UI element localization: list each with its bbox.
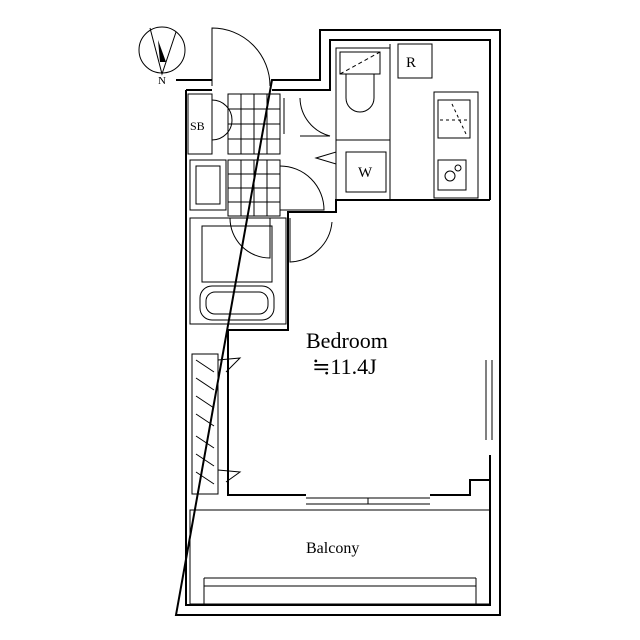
kitchen (433, 91, 479, 199)
bedroom-name: Bedroom (306, 328, 388, 353)
compass-circle (138, 26, 186, 74)
laundry-partition (314, 44, 391, 200)
toilet-room (335, 47, 391, 141)
toilet-door-swing (283, 97, 331, 137)
compass: N (138, 26, 186, 87)
closet-door-swing (211, 99, 233, 141)
exterior-walls (174, 27, 501, 616)
north-arrow-icon (149, 27, 177, 76)
balcony: Balcony (189, 509, 491, 605)
bedroom-walls (227, 199, 491, 496)
burner-icon (444, 170, 456, 182)
stove-icon (437, 159, 467, 191)
bedroom-window (306, 497, 430, 505)
washer-label: W (358, 165, 373, 181)
toilet-bowl (345, 74, 375, 113)
kitchen-counter (433, 91, 479, 199)
toilet-dash (339, 51, 381, 75)
sink-icon (437, 99, 471, 139)
closet (191, 353, 242, 495)
washroom (189, 159, 325, 217)
refrigerator-box (397, 43, 433, 79)
entry-tile-grid (228, 94, 280, 154)
balcony-name: Balcony (306, 540, 359, 557)
tile-line (228, 94, 280, 154)
burner-icon (454, 164, 462, 172)
washroom-tile-grid (228, 160, 280, 216)
bedroom-area: ≒11.4J (312, 354, 377, 379)
refrigerator-label: R (406, 55, 416, 71)
washbasin (189, 159, 227, 211)
closet-outline (191, 353, 219, 495)
side-window (485, 360, 493, 440)
north-label: N (158, 75, 166, 87)
bath-wash-area (201, 225, 273, 283)
bedroom: Bedroom ≒11.4J (227, 199, 493, 505)
outer-wall-outline (174, 29, 501, 616)
refrigerator-space: R (397, 43, 433, 79)
bathtub-inner (205, 291, 269, 315)
bathroom-door-swing (229, 217, 333, 263)
compass-needle (158, 40, 166, 62)
closet-door-marks (217, 357, 242, 483)
balcony-rail (203, 577, 477, 604)
washroom-door-swing (279, 165, 325, 211)
sink-dash (440, 103, 470, 135)
washer-space: W (314, 44, 391, 200)
toilet-room-outline (335, 47, 391, 141)
washbasin-bowl (195, 165, 221, 205)
bathroom (189, 217, 333, 325)
bathroom-outline (189, 217, 287, 325)
bathtub-icon (199, 285, 275, 321)
closet-hanger-marks (195, 359, 215, 485)
shoe-box (187, 93, 213, 155)
entry-door-swing (211, 27, 271, 87)
washer-box (345, 151, 387, 193)
balcony-outline (189, 509, 491, 605)
entry-area: SB (187, 93, 331, 155)
shoe-box-label: SB (190, 119, 205, 133)
toilet-tank (339, 51, 381, 75)
